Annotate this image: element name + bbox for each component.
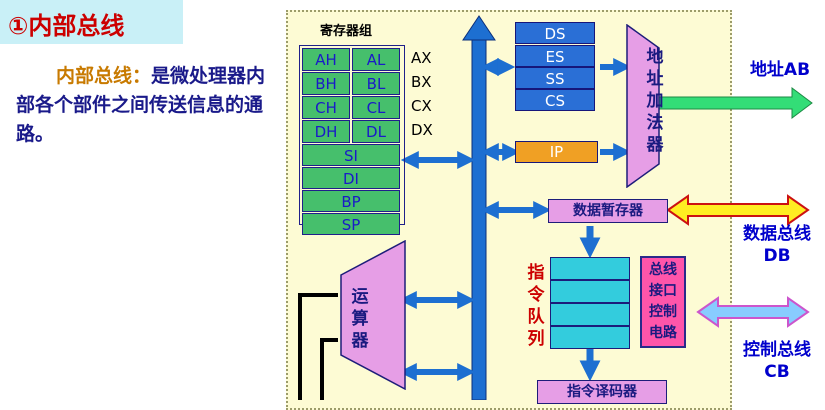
alu-input-line-2 xyxy=(320,338,338,400)
data-temp-register: 数据暂存器 xyxy=(548,199,668,223)
reg-sp: SP xyxy=(302,213,400,235)
intro-term: 内部总线 xyxy=(56,65,133,87)
control-bus-label-2: CB xyxy=(764,362,790,382)
queue-cell xyxy=(550,326,630,349)
alu-shape xyxy=(340,240,406,390)
reg-si: SI xyxy=(302,144,400,166)
reg-dx-label: DX xyxy=(411,121,433,139)
reg-cx-label: CX xyxy=(411,97,432,115)
reg-ax-label: AX xyxy=(411,49,432,67)
ab-arrow xyxy=(656,87,813,119)
reg-bx-label: BX xyxy=(411,73,432,91)
alu-label: 运算器 xyxy=(351,287,369,351)
register-group-label: 寄存器组 xyxy=(320,24,373,39)
seg-cs: CS xyxy=(515,89,595,111)
data-bus-label-2: DB xyxy=(763,246,791,266)
seg-ds: DS xyxy=(515,22,595,44)
reg-bp: BP xyxy=(302,190,400,212)
title-banner xyxy=(0,0,183,44)
internal-bus xyxy=(471,37,487,400)
address-bus-label: 地址AB xyxy=(749,60,811,80)
alu-input-line-1 xyxy=(298,293,338,400)
address-adder-label: 地址加法器 xyxy=(646,47,664,155)
seg-es: ES xyxy=(515,45,595,67)
reg-dh: DH xyxy=(302,120,350,143)
bus-control-circuit: 总线接口控制电路 xyxy=(640,256,686,348)
instruction-queue xyxy=(550,257,630,349)
ip-register: IP xyxy=(515,141,598,163)
queue-label: 指令队列 xyxy=(527,263,545,349)
queue-cell xyxy=(550,303,630,326)
reg-ch: CH xyxy=(302,96,350,119)
address-adder-shape xyxy=(626,24,660,188)
intro-paragraph: 内部总线：是微处理器内部各个部件之间传送信息的通路。 xyxy=(16,62,266,149)
reg-di: DI xyxy=(302,167,400,189)
reg-bh: BH xyxy=(302,72,350,95)
data-bus-label-1: 数据总线 xyxy=(743,224,811,244)
intro-description: 是微处理器内部各个部件之间传送信息的通路。 xyxy=(16,65,266,145)
bus-arrows xyxy=(298,15,813,400)
queue-cell xyxy=(550,280,630,303)
seg-ss: SS xyxy=(515,67,595,89)
reg-ah: AH xyxy=(302,48,350,71)
page-title: ①内部总线 xyxy=(8,12,125,40)
cb-arrow xyxy=(696,296,810,328)
queue-cell xyxy=(550,257,630,280)
reg-al: AL xyxy=(352,48,400,71)
control-bus-label-1: 控制总线 xyxy=(743,340,811,360)
intro-colon: ： xyxy=(132,65,152,87)
reg-dl: DL xyxy=(352,120,400,143)
reg-bl: BL xyxy=(352,72,400,95)
internal-bus-arrowhead xyxy=(462,15,496,41)
reg-cl: CL xyxy=(352,96,400,119)
db-arrow xyxy=(666,194,810,226)
instruction-decoder: 指令译码器 xyxy=(537,380,667,404)
